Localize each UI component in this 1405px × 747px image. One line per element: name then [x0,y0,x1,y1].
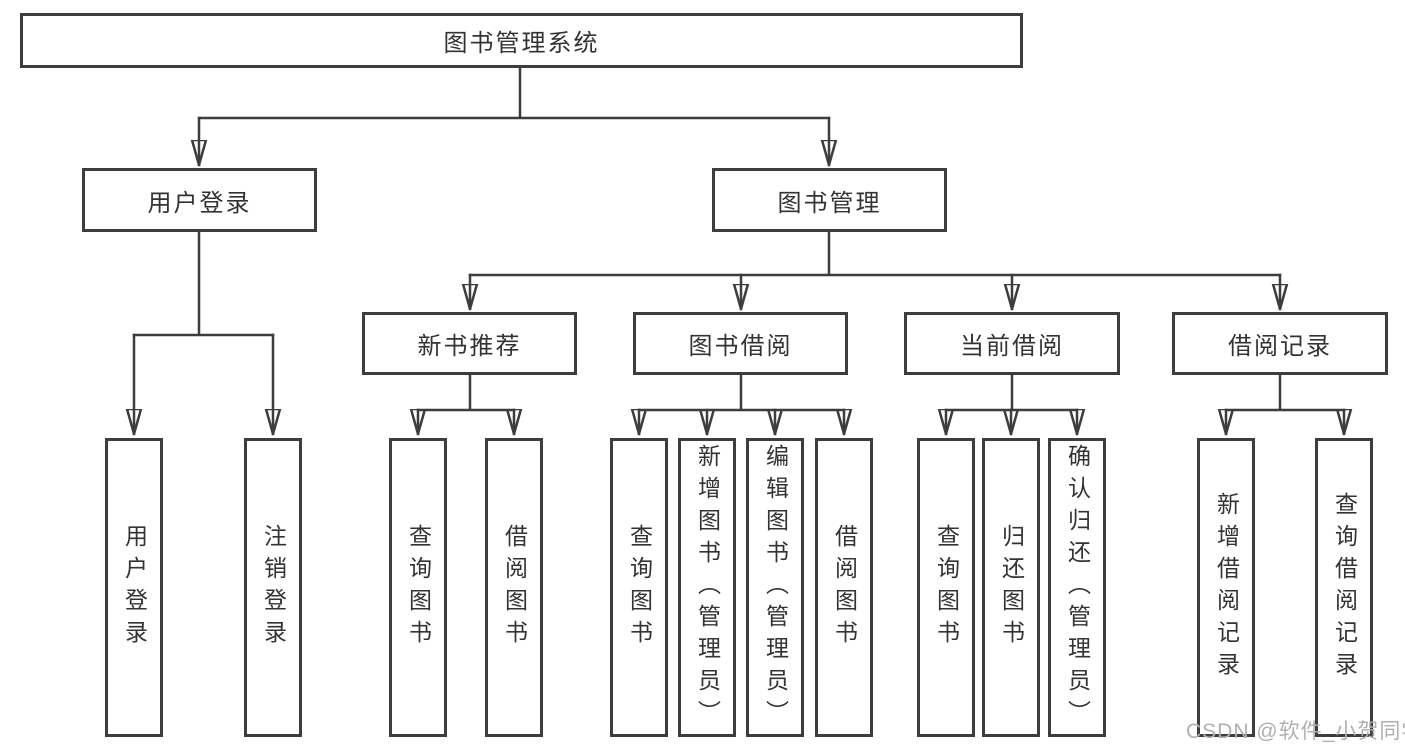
tree-edge-rails [132,66,1346,412]
node-user-login: 用户登录 [82,168,317,232]
node-current-borrowing-label: 当前借阅 [960,333,1064,360]
leaf-confirm-return-admin-label: 确认归还（管理员） [1064,443,1091,732]
node-user-login-label: 用户登录 [147,189,252,217]
leaf-borrow-books-recommend: 借阅图书 [485,438,543,737]
leaf-query-books-borrowing: 查询图书 [610,438,668,737]
leaf-query-books-borrowing-label: 查询图书 [626,523,653,652]
csdn-watermark: CSDN @软件_小贺同学 [1186,720,1405,743]
leaf-add-borrow-record-label: 新增借阅记录 [1213,491,1240,684]
leaf-borrow-books-borrowing-label: 借阅图书 [831,523,858,652]
leaf-query-borrow-record: 查询借阅记录 [1315,438,1373,737]
leaf-query-books-current: 查询图书 [917,438,975,737]
leaf-query-books-current-label: 查询图书 [933,523,960,652]
leaf-logout: 注销登录 [244,438,302,737]
node-book-management-label: 图书管理 [777,189,882,217]
leaf-add-book-admin-label: 新增图书（管理员） [694,443,721,732]
leaf-edit-book-admin: 编辑图书（管理员） [746,438,804,737]
node-book-borrowing-label: 图书借阅 [688,333,793,360]
leaf-return-books-label: 归还图书 [998,523,1025,652]
leaf-add-book-admin: 新增图书（管理员） [678,438,736,737]
node-book-borrowing: 图书借阅 [633,312,848,375]
node-new-book-recommendation-label: 新书推荐 [417,333,522,360]
leaf-user-login: 用户登录 [105,438,163,737]
node-book-management: 图书管理 [712,168,947,232]
leaf-return-books: 归还图书 [982,438,1040,737]
node-new-book-recommendation: 新书推荐 [362,312,577,375]
leaf-user-login-label: 用户登录 [121,523,148,652]
leaf-query-borrow-record-label: 查询借阅记录 [1331,491,1358,684]
leaf-borrow-books-borrowing: 借阅图书 [815,438,873,737]
node-borrowing-records-label: 借阅记录 [1228,333,1332,360]
node-current-borrowing: 当前借阅 [904,312,1120,375]
leaf-query-books-recommend-label: 查询图书 [405,523,432,652]
leaf-logout-label: 注销登录 [260,523,287,652]
leaf-borrow-books-recommend-label: 借阅图书 [501,523,528,652]
leaf-query-books-recommend: 查询图书 [389,438,447,737]
node-borrowing-records: 借阅记录 [1172,312,1388,375]
node-root-label: 图书管理系统 [443,30,600,57]
leaf-confirm-return-admin: 确认归还（管理员） [1048,438,1106,737]
leaf-edit-book-admin-label: 编辑图书（管理员） [762,443,789,732]
leaf-add-borrow-record: 新增借阅记录 [1197,438,1255,737]
node-root: 图书管理系统 [20,13,1023,68]
